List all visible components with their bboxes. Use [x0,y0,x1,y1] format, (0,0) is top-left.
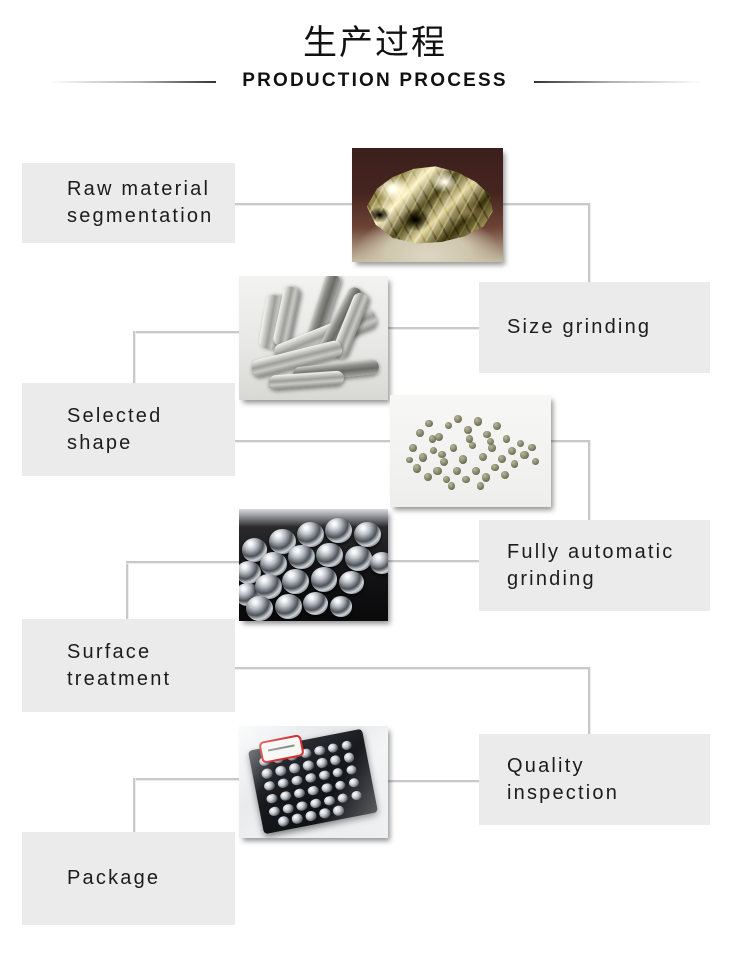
connector-balls-down-to-step5 [126,561,128,619]
step-label-fully-automatic-grinding[interactable]: Fully automatic grinding [479,520,710,611]
polished-balls-tray-photo [239,509,388,621]
metal-ingot-bars-photo [239,276,388,400]
page-title-chinese: 生产过程 [303,24,447,62]
raw-tungsten-ore-photo [352,148,503,262]
step-label-surface-treatment[interactable]: Surface treatment [22,619,235,712]
connector-ore-down-to-step2 [588,203,590,282]
step-label-raw-material-segmentation[interactable]: Raw material segmentation [22,163,235,243]
connector-pellets-down-to-step4 [588,440,590,520]
production-process-flow: Raw material segmentation Size grinding … [0,130,750,968]
green-pellets-photo [390,395,551,507]
header-divider-left [48,81,216,83]
connector-bars-down-to-step3 [133,331,135,384]
step-label-text: Surface treatment [67,640,172,690]
vacuum-package-photo [239,726,388,838]
connector-bars-left [133,331,239,333]
connector-step5-down-to-step6 [588,667,590,771]
step-label-text: Quality inspection [507,754,620,804]
connector-package-down-to-step7 [133,778,135,832]
connector-balls-to-step4 [388,560,480,562]
step-label-text: Fully automatic grinding [507,540,675,590]
connector-package-left [133,778,239,780]
connector-step1-to-ore [235,203,353,205]
step-label-text: Raw material segmentation [67,178,214,227]
header-divider-right [534,81,702,83]
step-label-quality-inspection[interactable]: Quality inspection [479,734,710,825]
connector-balls-left [126,561,239,563]
step-label-package[interactable]: Package [22,832,235,925]
connector-bars-to-step2 [388,327,480,329]
connector-pellets-right [551,440,589,442]
connector-ore-right [503,203,589,205]
step-label-selected-shape[interactable]: Selected shape [22,383,235,476]
step-label-size-grinding[interactable]: Size grinding [479,282,710,373]
step-label-text: Selected shape [67,404,163,454]
connector-step3-to-pellets [235,440,391,442]
connector-package-to-step6 [388,780,480,782]
page-title-english: PRODUCTION PROCESS [242,70,508,91]
page-header: 生产过程 PRODUCTION PROCESS [0,0,750,130]
connector-step5-to-right [235,667,589,669]
step-label-text: Size grinding [507,316,652,338]
step-label-text: Package [67,867,161,889]
page-subtitle-row: PRODUCTION PROCESS [0,68,750,94]
